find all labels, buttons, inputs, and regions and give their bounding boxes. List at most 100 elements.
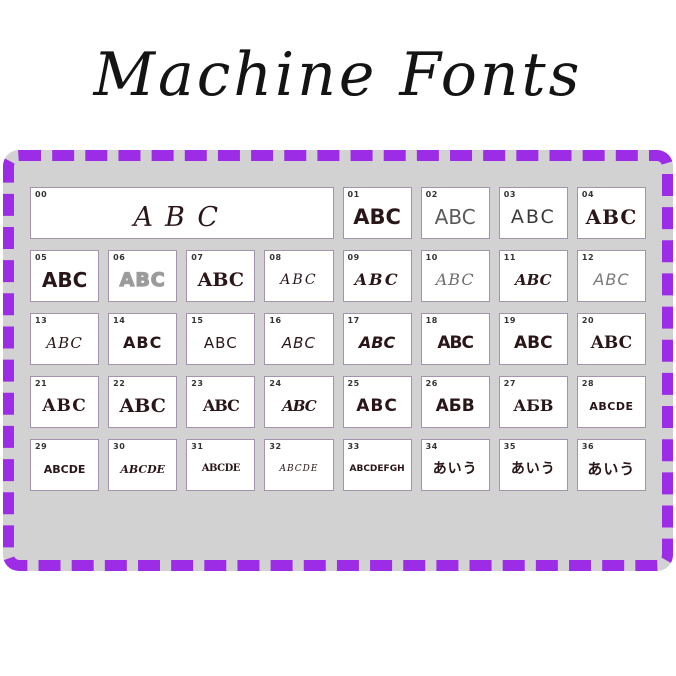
- font-sample: ABC: [42, 395, 87, 416]
- font-sample: ABC: [197, 268, 244, 291]
- font-number: 23: [191, 379, 204, 388]
- font-number: 06: [113, 253, 126, 262]
- font-sample: ABC: [41, 268, 88, 292]
- font-number: 04: [581, 190, 595, 199]
- font-number: 05: [35, 253, 48, 262]
- font-number: 28: [581, 379, 595, 388]
- font-sample: ABC: [590, 332, 633, 353]
- font-sample: ABC: [280, 272, 318, 288]
- font-number: 07: [191, 253, 204, 262]
- font-sample: ABC: [353, 204, 401, 229]
- font-number: 12: [581, 253, 595, 262]
- font-sample: ABC: [354, 270, 400, 289]
- font-sample: あいう: [510, 461, 556, 477]
- font-sample: ABC: [119, 268, 166, 291]
- font-number: 13: [35, 316, 48, 325]
- font-sample: ABC: [202, 396, 240, 415]
- font-cell-35[interactable]: 35 あいう: [498, 439, 568, 491]
- font-sample: ABC: [358, 333, 396, 352]
- font-number: 30: [113, 442, 126, 451]
- font-number: 15: [191, 316, 204, 325]
- font-sample: ABCDE: [279, 463, 319, 474]
- font-number: 35: [503, 442, 516, 451]
- font-cell-34[interactable]: 34 あいう: [420, 439, 490, 491]
- font-sample: ABC: [593, 270, 630, 289]
- font-number: 19: [503, 316, 516, 325]
- font-number: 34: [425, 442, 438, 451]
- font-number: 32: [269, 442, 282, 451]
- font-sample: ABCDE: [589, 399, 634, 413]
- font-number: 29: [35, 442, 48, 451]
- font-sample: ABC: [133, 201, 230, 233]
- font-number: 25: [347, 379, 360, 388]
- font-number: 31: [191, 442, 204, 451]
- font-number: 24: [269, 379, 282, 388]
- page-title: Machine Fonts: [93, 40, 583, 110]
- font-number: 14: [113, 316, 126, 325]
- font-number: 27: [503, 379, 516, 388]
- font-sample: ABC: [281, 333, 316, 352]
- font-sample: ABCDE: [201, 463, 241, 474]
- font-sample: あいう: [432, 461, 478, 477]
- font-sample: ABCDE: [120, 462, 166, 476]
- font-number: 21: [35, 379, 48, 388]
- page-header: Machine Fonts: [0, 0, 676, 150]
- font-sample: АБВ: [513, 396, 554, 415]
- font-sample: ABC: [514, 332, 553, 353]
- font-number: 08: [269, 253, 282, 262]
- font-number: 01: [347, 190, 360, 199]
- font-sample: ABC: [203, 333, 238, 352]
- font-sample: ABC: [46, 333, 83, 352]
- font-sample: ABC: [119, 394, 166, 417]
- font-number: 17: [347, 316, 360, 325]
- font-number: 36: [581, 442, 595, 451]
- font-number: 11: [503, 253, 516, 262]
- font-number: 26: [425, 379, 438, 388]
- font-sample: ABC: [434, 205, 476, 229]
- font-number: 02: [425, 190, 438, 199]
- font-sample: ABCDEFGH: [349, 463, 405, 474]
- font-number: 03: [503, 190, 516, 199]
- font-sample: ABC: [356, 395, 398, 416]
- font-sample: ABC: [515, 270, 552, 289]
- font-sample: ABC: [282, 396, 317, 415]
- font-sample: ABC: [510, 205, 556, 228]
